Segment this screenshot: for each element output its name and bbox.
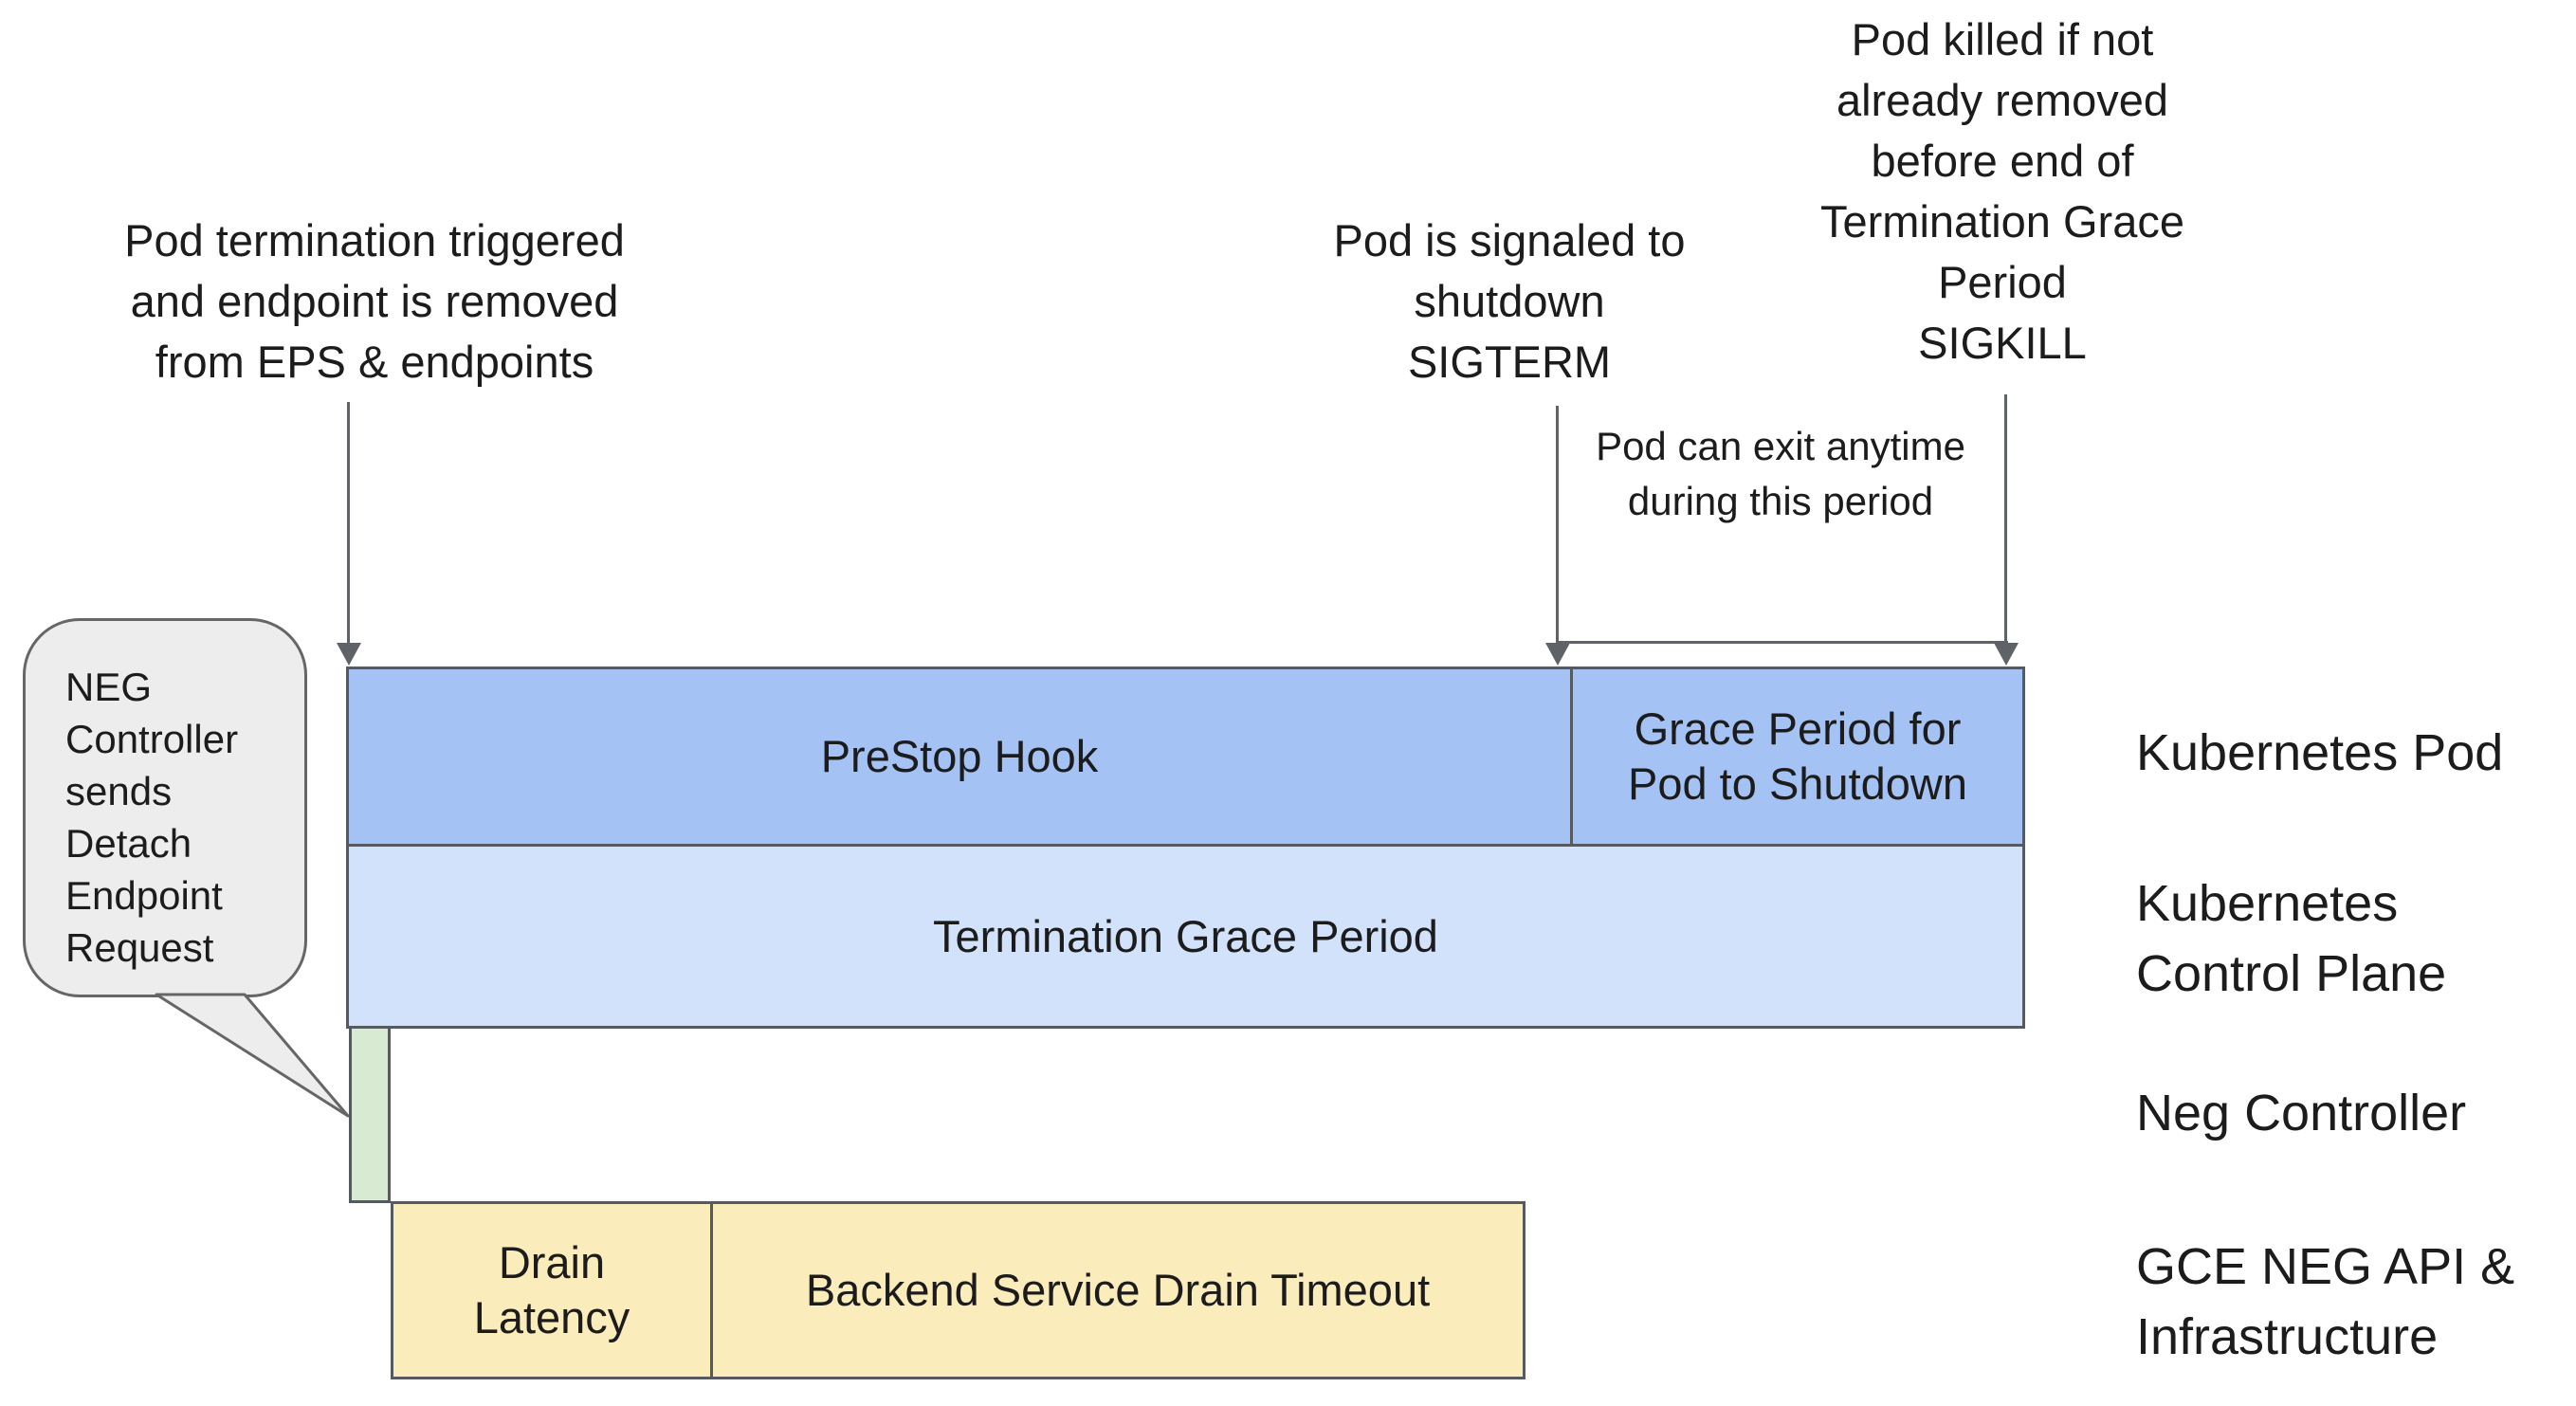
row-label-kubernetes-pod: Kubernetes Pod: [2136, 718, 2503, 788]
bar-drain-latency: Drain Latency: [391, 1201, 713, 1379]
bar-label: Grace Period for Pod to Shutdown: [1628, 702, 1967, 812]
annotation-line: Pod termination triggered: [124, 215, 625, 265]
arrowhead-pod-termination-icon: [337, 643, 361, 666]
bar-termination-grace-period: Termination Grace Period: [346, 844, 2025, 1029]
annotation-line: and endpoint is removed: [130, 276, 619, 326]
callout-line: sends: [65, 769, 173, 813]
row-label-neg-controller: Neg Controller: [2136, 1078, 2466, 1148]
callout-line: Request: [65, 925, 214, 970]
bar-label-line: Pod to Shutdown: [1628, 758, 1967, 809]
annotation-line: Termination Grace: [1820, 196, 2184, 247]
bar-grace-period-pod-shutdown: Grace Period for Pod to Shutdown: [1570, 666, 2025, 847]
annotation-line: SIGKILL: [1918, 318, 2087, 368]
row-label-kubernetes-control-plane: Kubernetes Control Plane: [2136, 868, 2446, 1009]
bar-neg-controller-detach: [349, 1026, 391, 1203]
annotation-line: before end of: [1871, 136, 2134, 186]
annotation-line: Pod can exit anytime: [1596, 424, 1965, 468]
annotation-line: shutdown: [1414, 276, 1605, 326]
annotation-pod-termination: Pod termination triggered and endpoint i…: [76, 210, 673, 393]
row-label-line: Neg Controller: [2136, 1085, 2467, 1141]
bar-label: PreStop Hook: [820, 731, 1099, 781]
annotation-line: Pod is signaled to: [1333, 215, 1686, 265]
row-label-line: Infrastructure: [2136, 1308, 2439, 1365]
bar-label-line: Grace Period for: [1634, 703, 1962, 754]
arrowhead-sigterm-icon: [1545, 643, 1570, 666]
bar-backend-service-drain-timeout: Backend Service Drain Timeout: [710, 1201, 1526, 1379]
callout-line: Detach: [65, 821, 192, 866]
arrow-line-sigterm: [1556, 406, 1559, 645]
row-label-gce-neg-api-infrastructure: GCE NEG API & Infrastructure: [2136, 1232, 2514, 1372]
annotation-line: from EPS & endpoints: [155, 337, 594, 387]
arrow-line-sigkill: [2004, 394, 2007, 645]
callout-line: Controller: [65, 717, 239, 761]
annotation-line: during this period: [1627, 479, 1934, 523]
row-label-line: Control Plane: [2136, 945, 2447, 1002]
callout-line: Endpoint: [65, 873, 223, 918]
row-label-line: Kubernetes Pod: [2136, 724, 2504, 781]
annotation-line: Pod killed if not: [1851, 14, 2154, 64]
bar-label: Backend Service Drain Timeout: [805, 1265, 1431, 1315]
exit-window-bracket-line: [1556, 641, 2008, 644]
row-label-line: GCE NEG API &: [2136, 1238, 2515, 1295]
annotation-line: already removed: [1836, 75, 2169, 125]
annotation-exit-window: Pod can exit anytime during this period: [1566, 419, 1995, 529]
annotation-line: Period: [1938, 257, 2067, 307]
bar-prestop-hook: PreStop Hook: [346, 666, 1573, 847]
bar-label-line: Drain: [498, 1237, 606, 1287]
callout-tail-icon: [155, 993, 350, 1118]
bar-label: Termination Grace Period: [933, 910, 1438, 961]
arrow-line-pod-termination: [347, 402, 350, 645]
annotation-sigkill: Pod killed if not already removed before…: [1765, 9, 2239, 374]
annotation-sigterm: Pod is signaled to shutdown SIGTERM: [1263, 210, 1756, 393]
bar-label: Drain Latency: [474, 1235, 630, 1345]
annotation-line: SIGTERM: [1407, 337, 1612, 387]
bar-label-line: Latency: [473, 1292, 630, 1342]
arrowhead-sigkill-icon: [1994, 643, 2019, 666]
row-label-line: Kubernetes: [2136, 875, 2399, 932]
neg-controller-callout: NEG Controller sends Detach Endpoint Req…: [23, 618, 307, 997]
callout-line: NEG: [65, 665, 153, 709]
